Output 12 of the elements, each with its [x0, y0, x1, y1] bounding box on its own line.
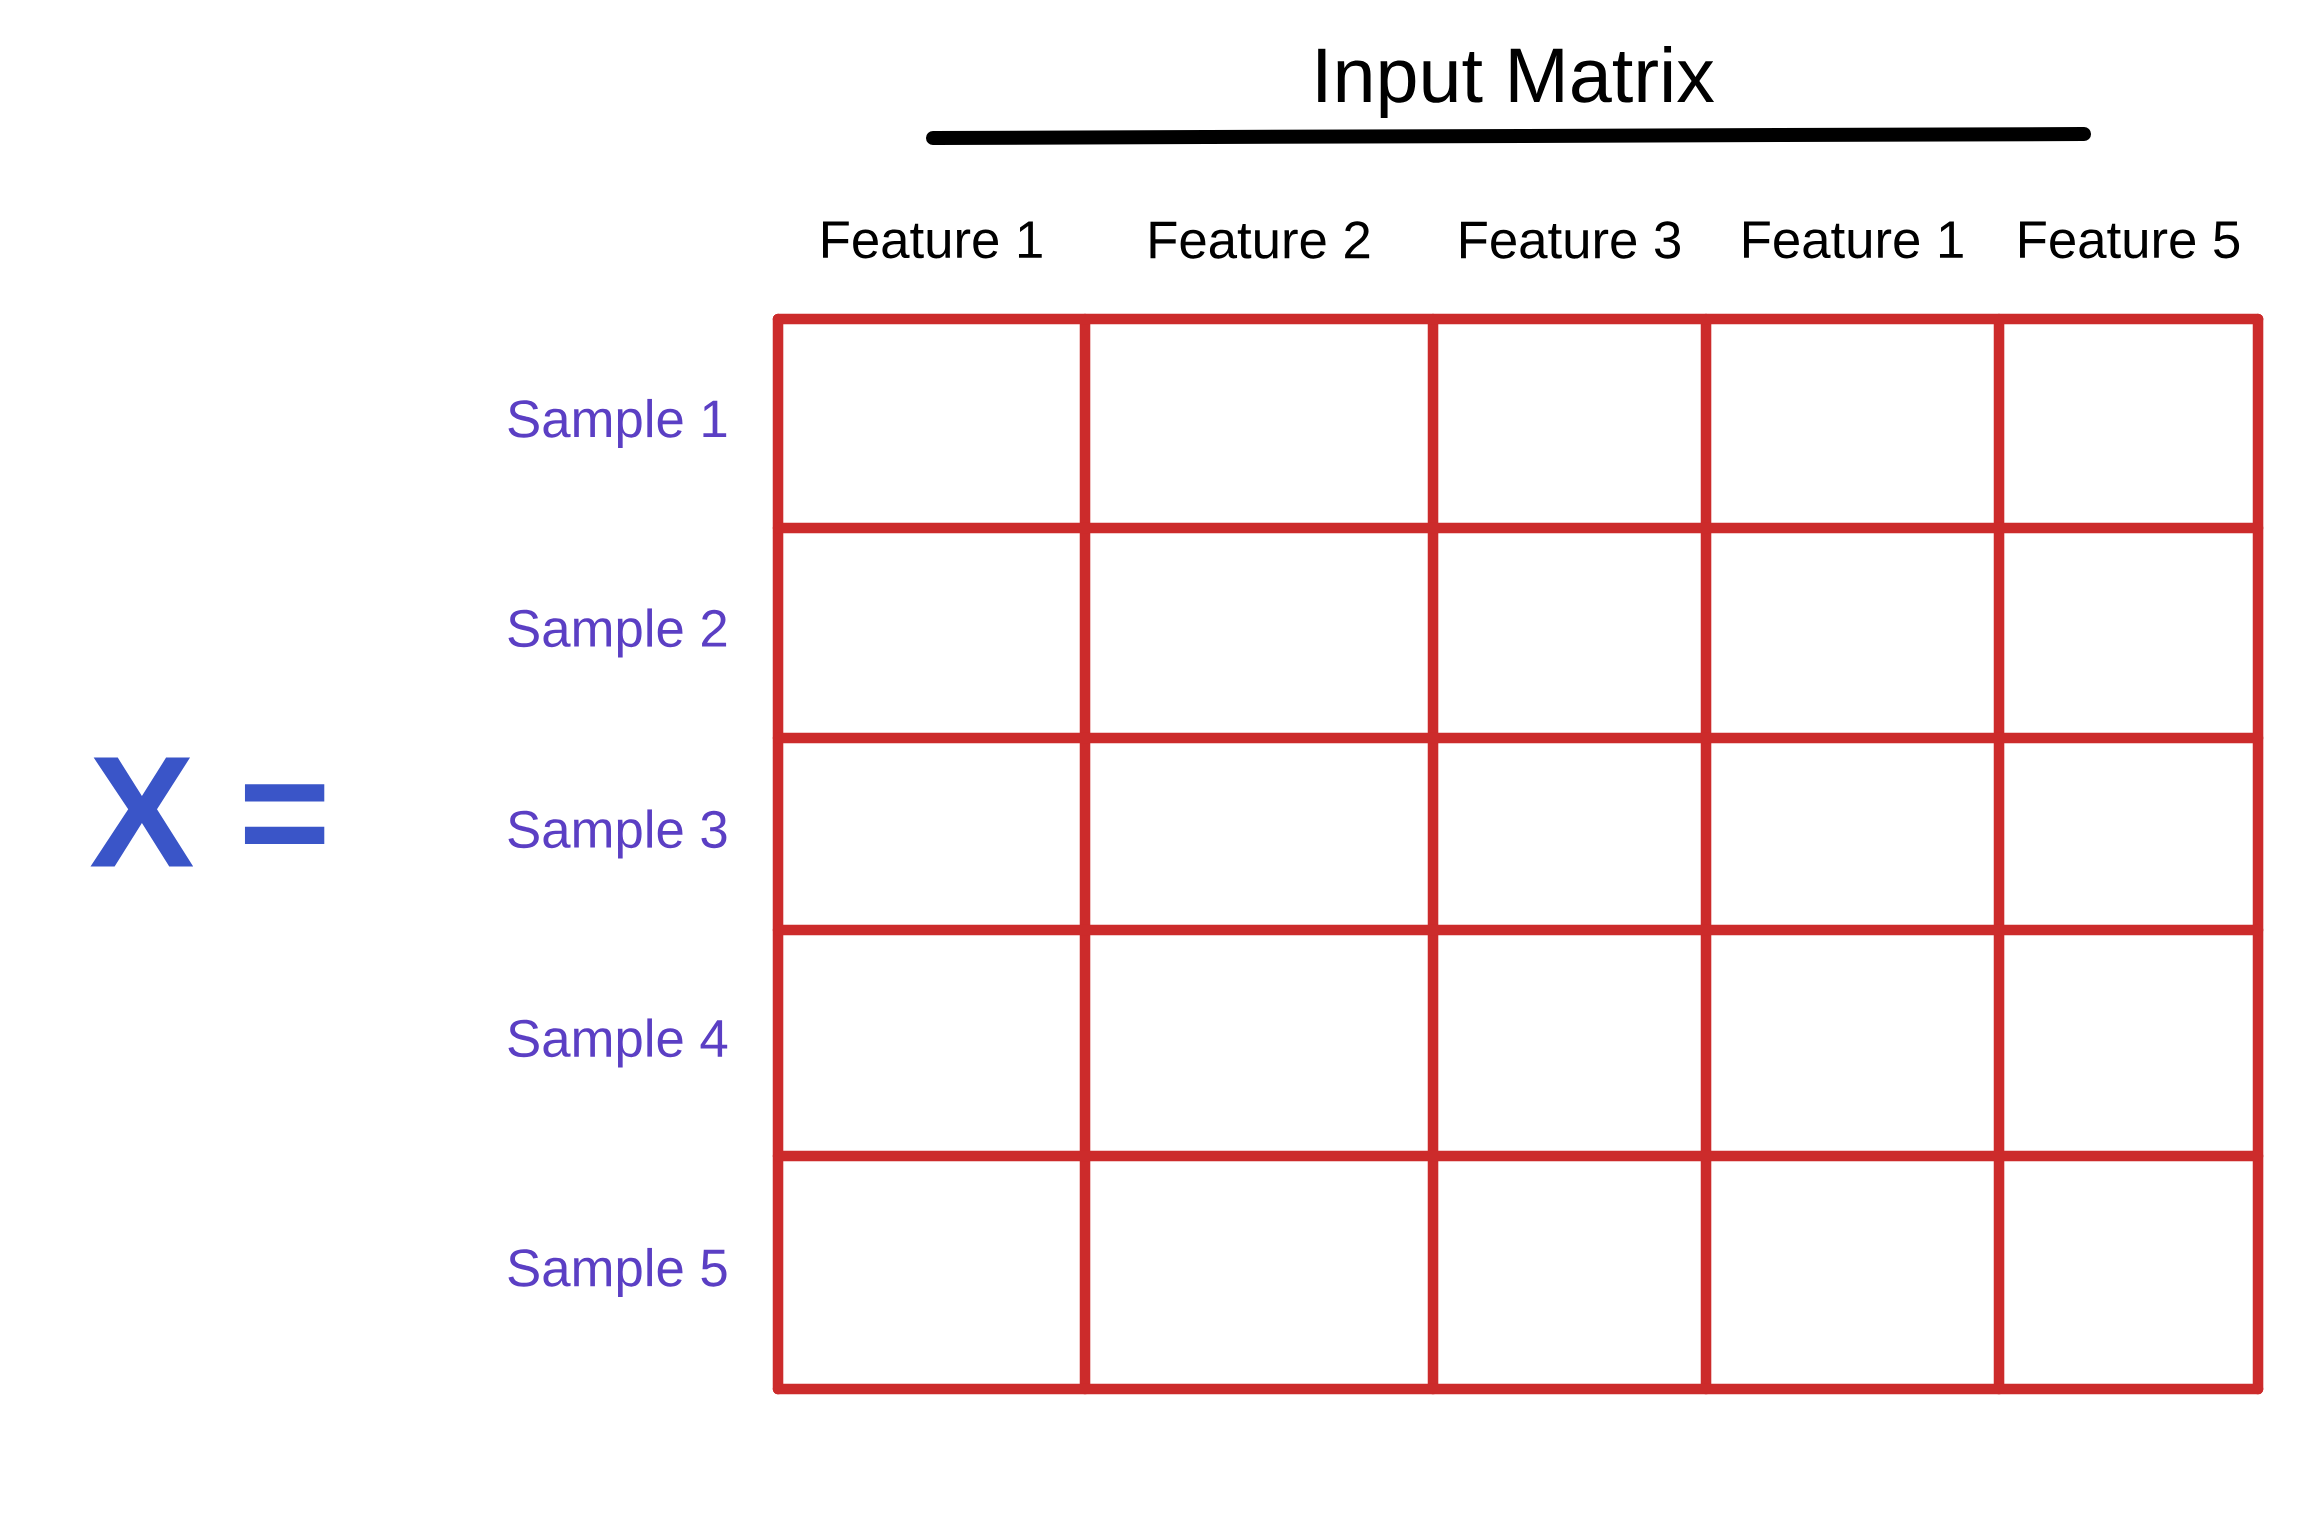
row-header: Sample 5: [508, 1247, 727, 1298]
title: Input Matrix: [1318, 45, 1715, 118]
column-header: Feature 3: [1461, 221, 1680, 259]
row-header: Sample 4: [508, 1018, 728, 1068]
row-header: Sample 1: [508, 398, 727, 449]
matrix-symbol: X =: [90, 757, 325, 867]
row-header: Sample 2: [508, 608, 727, 658]
column-header: Feature 1: [1744, 221, 1963, 259]
column-header: Feature 1: [823, 221, 1042, 259]
column-header: Feature 5: [2020, 221, 2240, 259]
row-header: Sample 3: [508, 809, 727, 859]
column-header: Feature 2: [1150, 221, 1370, 259]
